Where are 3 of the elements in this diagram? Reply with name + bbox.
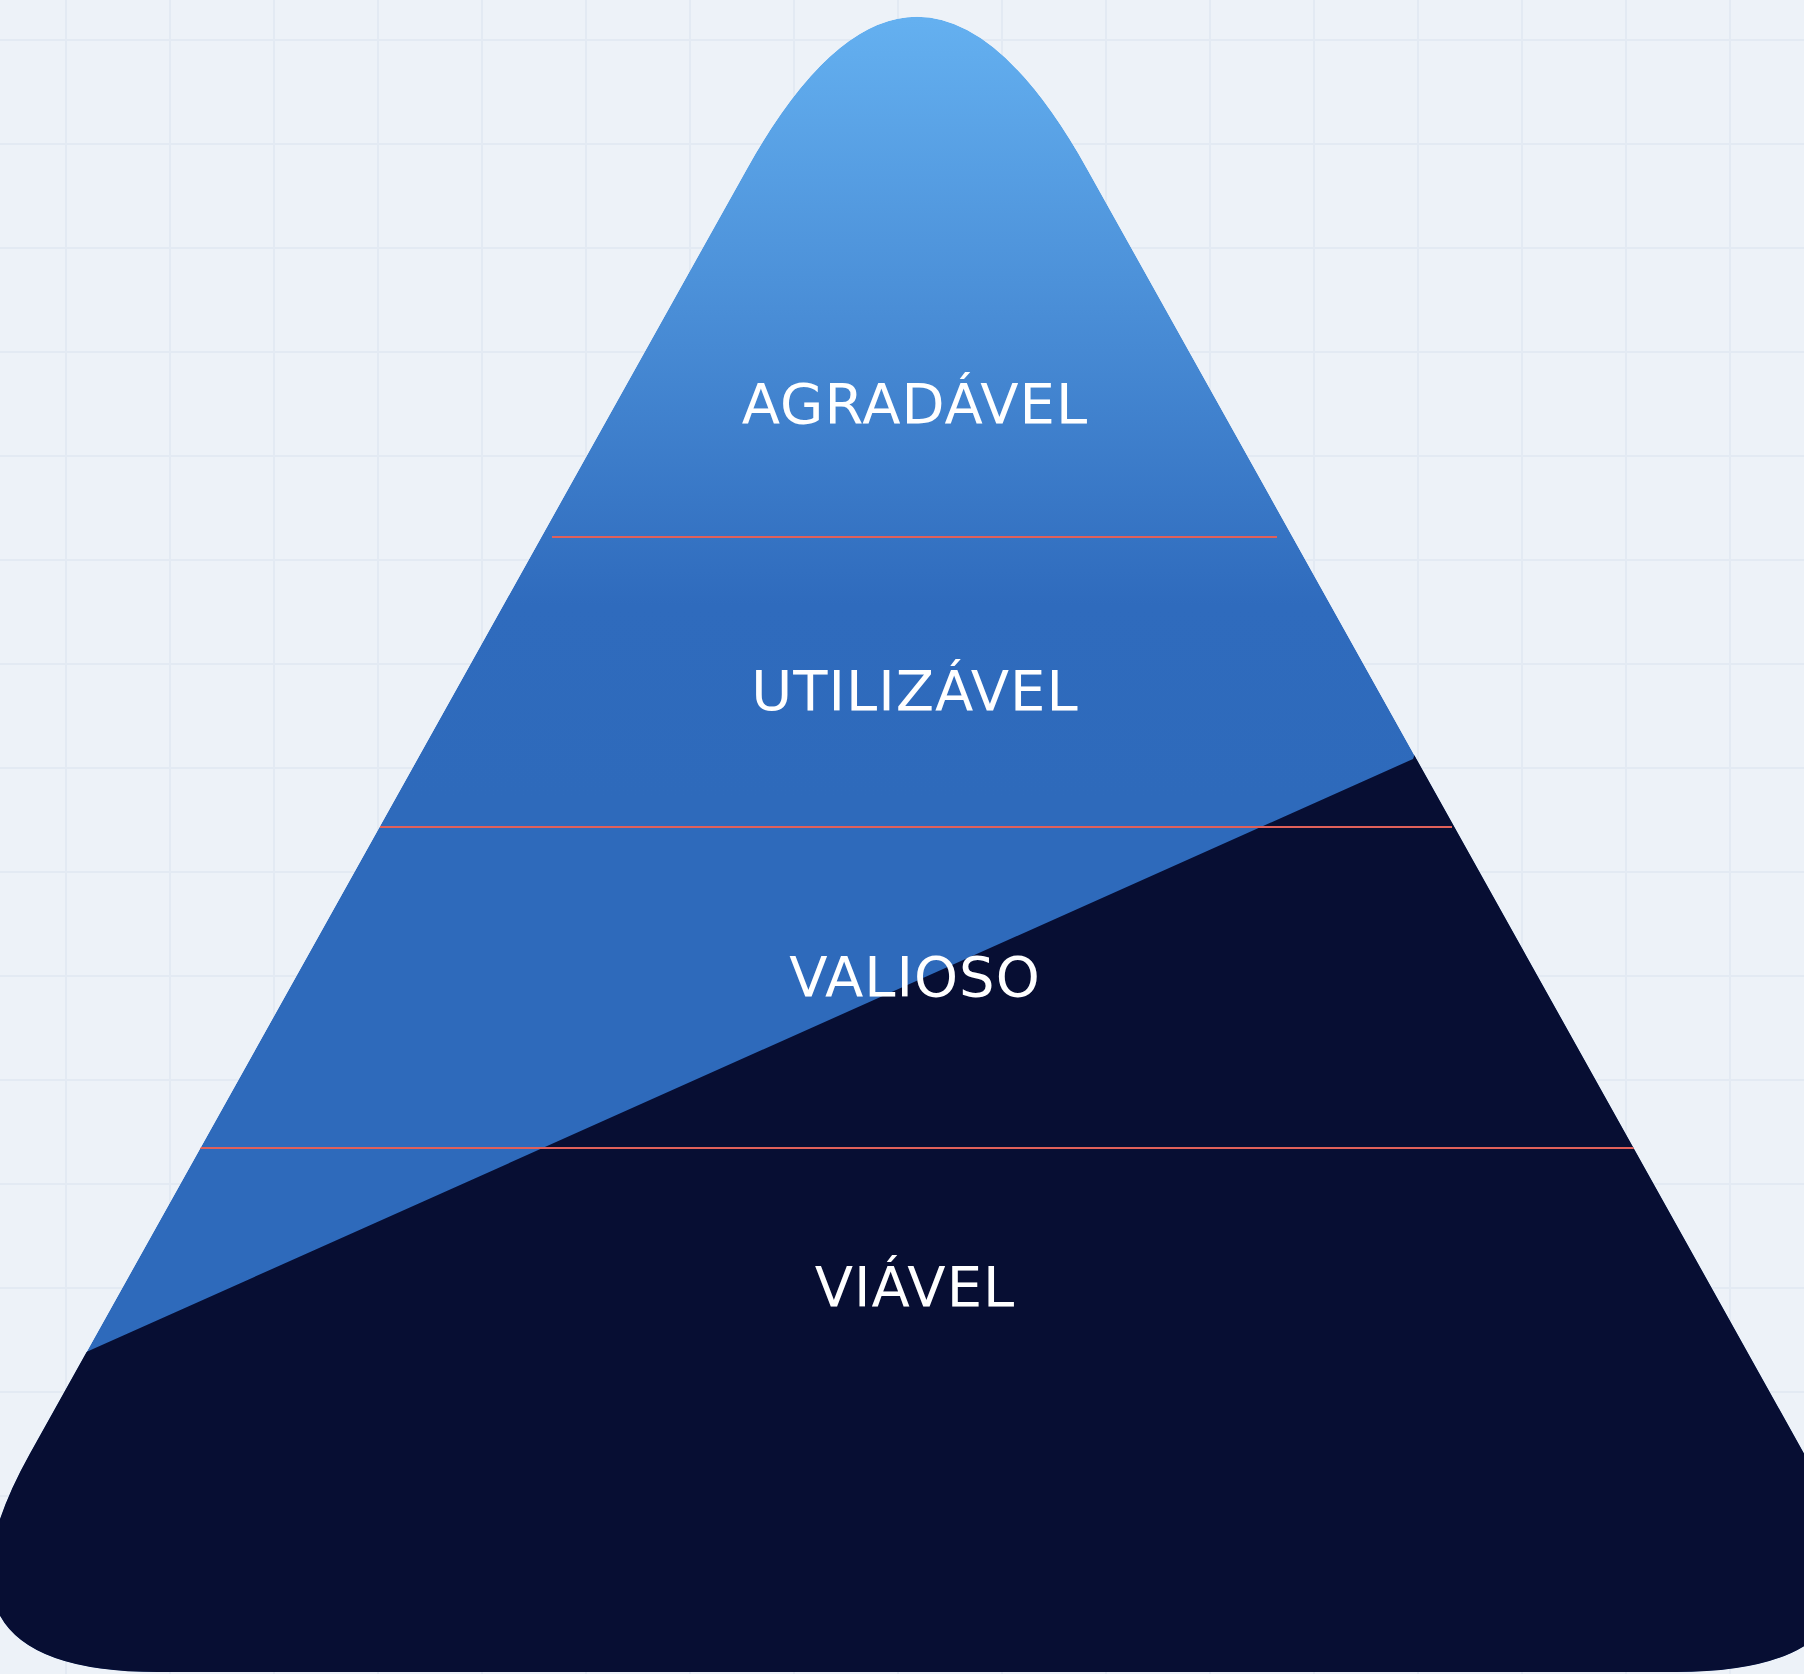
tier-label: AGRADÁVEL: [741, 370, 1089, 436]
tier-label: VIÁVEL: [814, 1253, 1016, 1319]
tier-label: UTILIZÁVEL: [751, 657, 1079, 723]
